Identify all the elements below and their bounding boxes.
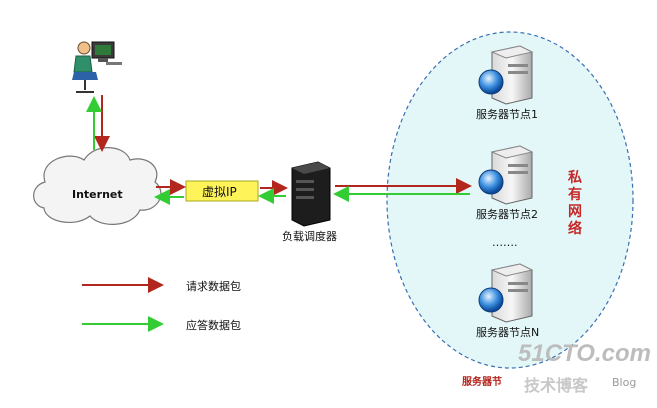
watermark-blog: Blog [612,376,637,389]
server-node-1-icon [478,45,534,105]
user-computer-icon [72,41,122,93]
private-network-char-4: 络 [568,221,582,237]
legend-response-label: 应答数据包 [186,319,241,332]
private-network-char-1: 私 [568,170,582,186]
internet-label: Internet [72,188,123,201]
private-network-label: 私 有 网 络 [568,170,584,238]
server-cluster-label: 服务器节 [462,377,502,388]
server-node-n-icon [478,263,534,323]
watermark-tagline: 技术博客 [524,376,589,395]
virtual-ip-label: 虚拟IP [202,185,237,199]
server-node-1-label: 服务器节点1 [476,108,538,121]
internet-cloud-icon [33,147,162,225]
private-network-char-2: 有 [568,187,582,203]
legend-request-label: 请求数据包 [186,280,241,293]
scheduler-label: 负载调度器 [282,230,337,243]
ellipsis-label: ……. [492,236,518,249]
server-node-2-label: 服务器节点2 [476,208,538,221]
server-node-2-icon [478,145,534,205]
watermark-site: 51CTO.com [518,340,651,367]
server-node-n-label: 服务器节点N [476,326,540,339]
private-network-char-3: 网 [568,204,582,220]
load-balancer-icon [291,161,331,227]
